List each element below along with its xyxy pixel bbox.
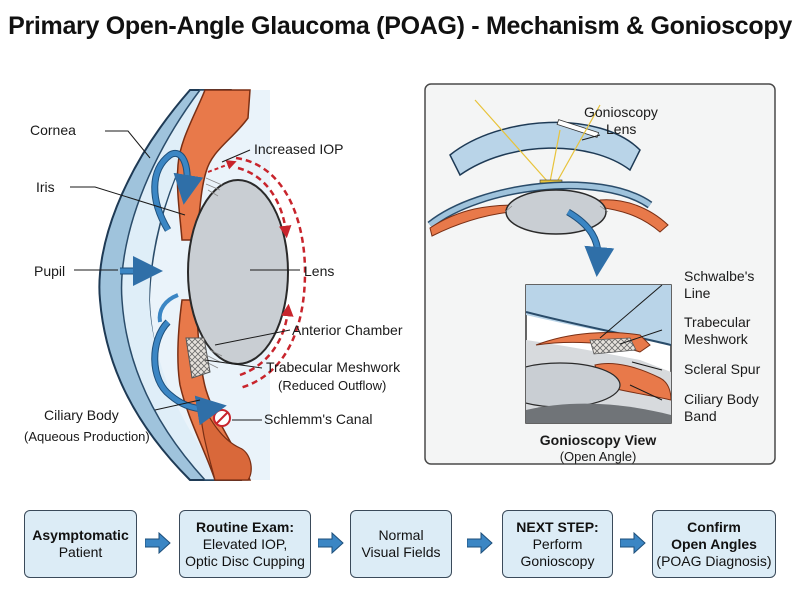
left-leaders	[70, 130, 300, 421]
label-gonioscopy-lens-1: Gonioscopy	[584, 104, 658, 120]
flow-arrow-4	[620, 532, 646, 554]
flow-arrow-1	[145, 532, 171, 554]
flow-step-5-line-1: Open Angles	[671, 535, 757, 552]
flow-step-2-title: Routine Exam:	[195, 518, 294, 535]
flow-step-4-line-1: Perform	[532, 535, 583, 552]
label-pupil: Pupil	[34, 263, 65, 279]
flow-arrow-3	[467, 532, 493, 554]
flow-step-4-line-2: Gonioscopy	[520, 552, 595, 569]
label-schwalbe-1: Schwalbe's	[684, 268, 754, 284]
flow-step-4-title: NEXT STEP:	[516, 518, 599, 535]
flow-step-3-line-1: Normal	[378, 527, 424, 543]
page-title: Primary Open-Angle Glaucoma (POAG) - Mec…	[8, 12, 792, 40]
flow-step-1-title: Asymptomatic	[32, 527, 129, 543]
label-schlemms-canal: Schlemm's Canal	[264, 411, 373, 427]
label-cbb-2: Band	[684, 408, 717, 424]
label-gonioscopy-view: Gonioscopy View	[540, 432, 657, 448]
flow-step-3-line-2: Visual Fields	[361, 544, 441, 560]
iop-arrow-upper	[237, 166, 292, 239]
eye-cross-section	[98, 89, 307, 481]
flow-step-4: NEXT STEP: Perform Gonioscopy	[502, 510, 613, 578]
iop-arrow-lower	[239, 303, 294, 377]
gonioscopy-panel	[424, 83, 776, 465]
flow-step-1-line-1: Patient	[58, 544, 103, 560]
schlemms-canal-blocked-icon	[213, 409, 231, 427]
flow-step-2: Routine Exam: Elevated IOP, Optic Disc C…	[179, 510, 311, 578]
lens-shape	[187, 179, 289, 365]
flow-step-2-line-1: Elevated IOP,	[202, 535, 288, 552]
label-anterior-chamber: Anterior Chamber	[292, 322, 403, 338]
label-increased-iop: Increased IOP	[254, 141, 344, 157]
flow-step-2-line-2: Optic Disc Cupping	[185, 552, 305, 569]
label-lens: Lens	[304, 263, 334, 279]
label-tm-1: Trabecular	[684, 314, 751, 330]
label-cornea: Cornea	[30, 122, 76, 138]
flow-step-5-title: Confirm	[687, 518, 741, 535]
label-trabecular-meshwork: Trabecular Meshwork	[266, 359, 401, 375]
mini-iris-right	[597, 199, 669, 233]
flow-step-5-line-2: (POAG Diagnosis)	[656, 552, 772, 569]
lens-mirror	[556, 119, 600, 138]
label-ciliary-body: Ciliary Body	[44, 407, 119, 423]
flow-arrow-2	[318, 532, 344, 554]
flow-step-5: Confirm Open Angles (POAG Diagnosis)	[652, 510, 776, 578]
flow-step-3: Normal Visual Fields	[350, 510, 452, 578]
label-gonioscopy-view-sub: (Open Angle)	[560, 449, 637, 464]
light-rays	[474, 99, 601, 183]
aqueous-flow-ciliary	[157, 293, 179, 323]
label-trabecular-meshwork-sub: (Reduced Outflow)	[278, 378, 386, 393]
label-scleral-spur: Scleral Spur	[684, 361, 761, 377]
flow-step-1: Asymptomatic Patient	[24, 510, 137, 578]
label-tm-2: Meshwork	[684, 331, 749, 347]
trabecular-meshwork-shape	[185, 337, 211, 379]
label-schwalbe-2: Line	[684, 285, 711, 301]
label-gonioscopy-lens-2: Lens	[606, 121, 636, 137]
ciliary-body	[199, 399, 252, 481]
label-iris: Iris	[36, 179, 55, 195]
label-cbb-1: Ciliary Body	[684, 391, 759, 407]
iop-arrow-outer	[235, 156, 307, 390]
label-ciliary-body-sub: (Aqueous Production)	[24, 429, 150, 444]
